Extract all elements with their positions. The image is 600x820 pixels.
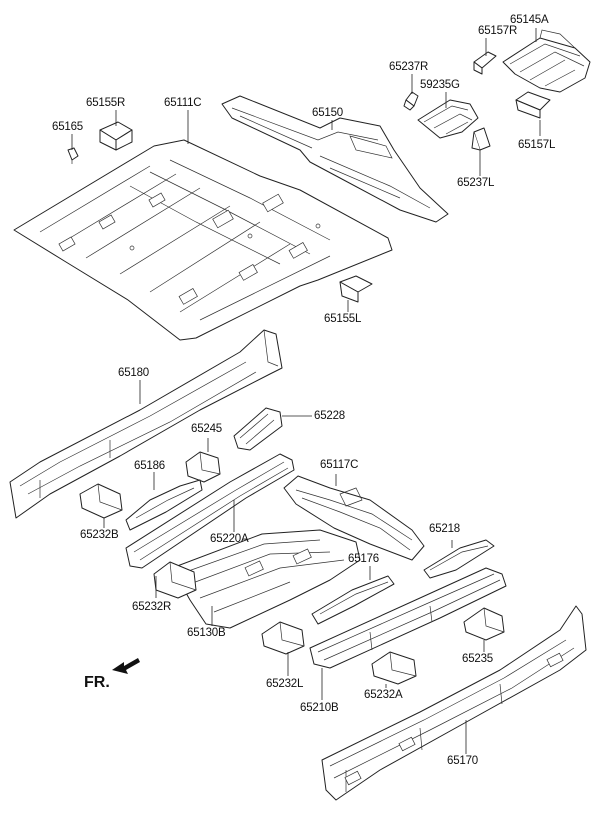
part-label-65145a: 65145A — [510, 14, 549, 26]
part-label-65232b: 65232B — [80, 529, 119, 541]
part-label-65245: 65245 — [191, 423, 222, 435]
part-65210b-rear-side-rail — [309, 567, 507, 669]
part-65237r-bracket — [403, 91, 419, 111]
part-65186-reinforcement — [125, 479, 203, 531]
part-65228-bracket — [233, 407, 283, 451]
part-65117c-cross-member — [283, 475, 425, 561]
part-65245-bracket — [185, 451, 221, 483]
part-label-65237l: 65237L — [457, 177, 495, 189]
part-65218-bracket — [423, 539, 495, 579]
part-label-65232l: 65232L — [266, 678, 304, 690]
part-label-65232r: 65232R — [132, 601, 172, 613]
part-label-65237r: 65237R — [389, 61, 429, 73]
part-label-65157r: 65157R — [478, 25, 518, 37]
part-label-65150: 65150 — [312, 107, 343, 119]
part-label-65176: 65176 — [348, 553, 379, 565]
part-label-65180: 65180 — [118, 367, 149, 379]
part-label-65130b: 65130B — [187, 627, 226, 639]
part-65232a-bracket — [371, 651, 417, 685]
part-65235-bracket — [463, 607, 505, 641]
part-label-65220a: 65220A — [210, 533, 249, 545]
part-65157r-bracket — [473, 51, 497, 75]
part-label-65210b: 65210B — [300, 702, 339, 714]
part-label-65111c: 65111C — [164, 97, 202, 109]
part-65232l-bracket — [261, 621, 305, 655]
part-65220a-long-rail — [125, 453, 295, 569]
part-65145a-rear-panel — [502, 29, 591, 93]
part-label-65232a: 65232A — [364, 689, 403, 701]
part-65150-center-tunnel — [221, 95, 449, 223]
part-label-65218: 65218 — [429, 523, 460, 535]
front-direction-label: FR. — [84, 674, 110, 691]
part-65237l-bracket — [471, 127, 491, 151]
part-65232b-bracket — [79, 483, 123, 519]
part-label-59235g: 59235G — [420, 79, 460, 91]
part-65165-clip — [67, 147, 79, 164]
part-label-65235: 65235 — [462, 653, 493, 665]
part-65111c-front-floor — [13, 139, 393, 341]
part-65180-side-member — [9, 329, 283, 519]
part-65155r-bracket — [99, 121, 133, 151]
leader-lines — [71, 28, 541, 754]
part-label-65228: 65228 — [314, 410, 345, 422]
part-59235g-crossmember — [417, 99, 479, 139]
part-65176-reinforcement — [311, 575, 395, 625]
part-65155l-bracket — [339, 275, 373, 303]
part-label-65170: 65170 — [447, 755, 478, 767]
arrow-front-icon — [112, 658, 140, 674]
part-65157l-bracket — [515, 91, 551, 119]
part-label-65155l: 65155L — [324, 313, 362, 325]
part-65130b-rear-floor — [171, 529, 361, 629]
part-label-65117c: 65117C — [320, 459, 359, 471]
part-label-65186: 65186 — [134, 460, 165, 472]
part-label-65165: 65165 — [52, 121, 83, 133]
part-65170-side-sill — [321, 605, 587, 801]
part-label-65155r: 65155R — [86, 97, 126, 109]
part-label-65157l: 65157L — [518, 139, 556, 151]
